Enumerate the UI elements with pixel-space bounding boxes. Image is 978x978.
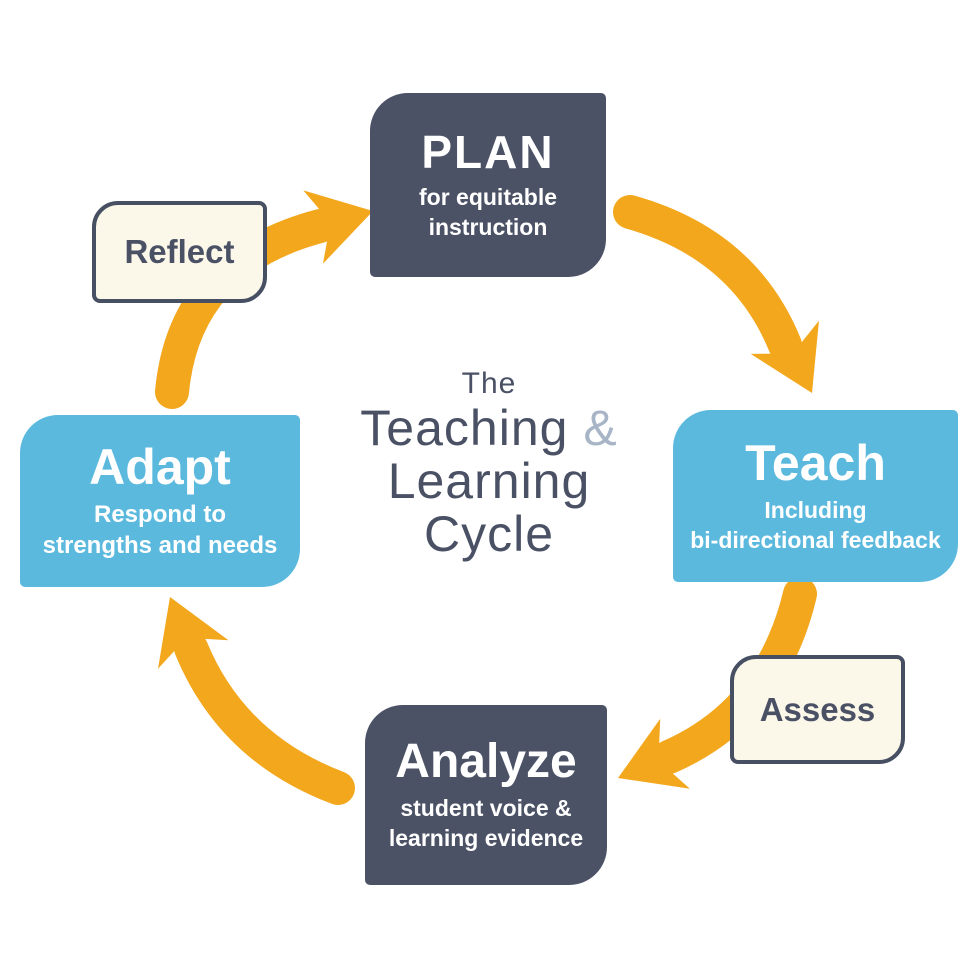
center-title-ampersand: &: [583, 400, 618, 456]
center-title-teaching-text: Teaching: [360, 400, 569, 456]
node-teach: Teach Including bi-directional feedback: [673, 410, 958, 582]
center-title-line-the: The: [461, 367, 517, 400]
center-title: The Teaching & Learning Cycle: [0, 366, 978, 561]
plan-subtitle-line-2: instruction: [428, 213, 548, 240]
arrow-analyze-to-adapt-icon: [157, 597, 355, 805]
analyze-subtitle: student voice & learning evidence: [389, 794, 583, 853]
plan-subtitle-line-1: for equitable: [418, 184, 557, 211]
plan-subtitle: for equitable instruction: [419, 183, 557, 242]
reflect-label-text: Reflect: [124, 233, 235, 270]
teach-title: Teach: [745, 434, 886, 491]
center-title-line-cycle: Cycle: [423, 506, 555, 562]
teach-subtitle: Including bi-directional feedback: [690, 496, 941, 555]
center-title-line-teaching: Teaching &: [0, 402, 978, 455]
analyze-subtitle-line-2: learning evidence: [388, 824, 584, 851]
arrow-plan-to-teach-icon: [613, 195, 819, 393]
node-plan: PLAN for equitable instruction: [370, 93, 606, 277]
node-analyze: Analyze student voice & learning evidenc…: [365, 705, 607, 885]
node-adapt: Adapt Respond to strengths and needs: [20, 415, 300, 587]
adapt-subtitle-line-2: strengths and needs: [42, 531, 278, 559]
analyze-title: Analyze: [395, 734, 577, 788]
label-reflect: Reflect: [92, 201, 267, 303]
adapt-subtitle-line-1: Respond to: [94, 501, 226, 529]
plan-title: PLAN: [421, 125, 555, 178]
label-assess: Assess: [730, 655, 905, 764]
analyze-subtitle-line-1: student voice &: [400, 795, 572, 822]
teach-subtitle-line-1: Including: [764, 497, 867, 524]
assess-label-text: Assess: [759, 690, 876, 728]
teach-subtitle-line-2: bi-directional feedback: [690, 526, 941, 553]
center-title-line-learning: Learning: [387, 453, 591, 509]
adapt-subtitle: Respond to strengths and needs: [43, 500, 278, 561]
adapt-title: Adapt: [89, 438, 231, 495]
